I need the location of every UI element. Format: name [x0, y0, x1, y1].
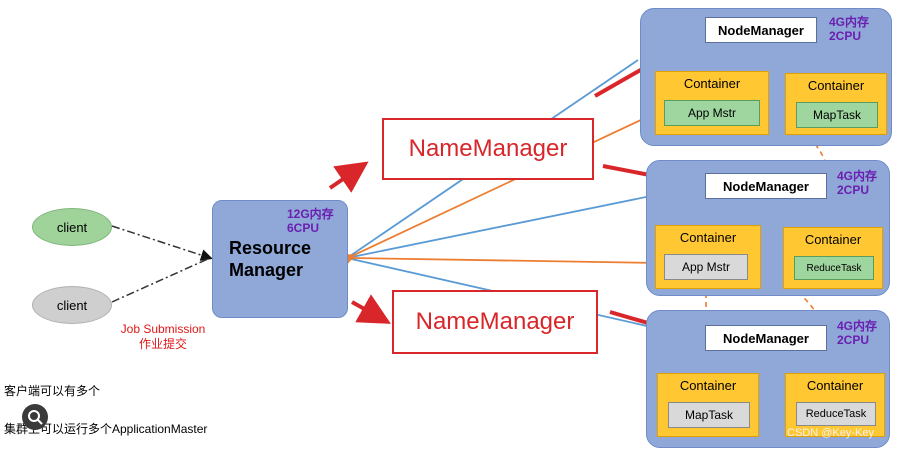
nodemanager-text: NodeManager — [723, 330, 809, 346]
namemanager-box: NameManager — [392, 290, 598, 354]
resource-manager-box: 12G内存 6CPU Resource Manager — [212, 200, 348, 318]
rm-spec: 12G内存 6CPU — [287, 207, 334, 235]
node-cluster-3: NodeManager 4G内存 2CPU Container MapTask … — [646, 310, 890, 448]
client-label: client — [56, 219, 88, 235]
job-submission-en: Job Submission — [120, 322, 206, 336]
container-label: Container — [679, 378, 737, 393]
red-arrow-rm-up — [328, 161, 369, 193]
reduce-task: ReduceTask — [796, 402, 876, 426]
container-label: Container — [679, 230, 737, 245]
note-app-masters: 集群上可以运行多个ApplicationMaster — [4, 422, 208, 436]
node-cluster-1: NodeManager 4G内存 2CPU Container App Mstr… — [640, 8, 892, 146]
node-spec: 4G内存 2CPU — [837, 319, 877, 347]
node-spec-cpu: 2CPU — [837, 333, 870, 347]
node-spec-memory: 4G内存 — [837, 319, 878, 333]
task-label: ReduceTask — [806, 262, 862, 274]
rm-to-appmstr1-orange-line — [339, 109, 663, 268]
rm-spec-cpu: 6CPU — [287, 221, 320, 235]
rm-to-appmstr2-orange-line — [341, 250, 661, 266]
note-clients: 客户端可以有多个 — [4, 384, 101, 398]
rm-title: Resource Manager — [229, 237, 311, 281]
container-box: Container ReduceTask — [785, 373, 885, 437]
job-submission-zh: 作业提交 — [138, 337, 187, 351]
rm-title-line2: Manager — [229, 260, 304, 280]
watermark: CSDN @Key-Key — [787, 427, 874, 439]
map-task: MapTask — [668, 402, 750, 428]
nodemanager-label: NodeManager — [705, 325, 827, 351]
node-spec-memory: 4G内存 — [837, 169, 878, 183]
node-spec-memory: 4G内存 — [829, 15, 870, 29]
node-spec-cpu: 2CPU — [837, 183, 870, 197]
client-node: client — [32, 286, 112, 324]
namemanager-label: NameManager — [408, 135, 568, 162]
app-master-task: App Mstr — [664, 100, 760, 126]
rm-spec-memory: 12G内存 — [287, 207, 334, 221]
app-master-task: App Mstr — [664, 254, 748, 280]
job-submission-label: Job Submission 作业提交 — [108, 322, 218, 352]
container-box: Container App Mstr — [655, 71, 769, 135]
task-label: App Mstr — [687, 106, 736, 120]
nodemanager-label: NodeManager — [705, 17, 817, 43]
task-label: ReduceTask — [805, 408, 867, 420]
namemanager-box: NameManager — [382, 118, 594, 180]
lens-icon[interactable] — [22, 404, 48, 430]
task-label: App Mstr — [681, 260, 730, 274]
rm-to-node2-blue-line — [346, 185, 701, 259]
task-label: MapTask — [812, 108, 862, 122]
container-box: Container App Mstr — [655, 225, 761, 289]
red-arrow-rm-down — [351, 294, 391, 324]
node-spec-cpu: 2CPU — [829, 29, 862, 43]
node-spec: 4G内存 2CPU — [837, 169, 877, 197]
container-label: Container — [807, 78, 865, 93]
client2-to-rm-line — [111, 257, 211, 303]
nodemanager-text: NodeManager — [718, 22, 804, 38]
map-task: MapTask — [796, 102, 878, 128]
node-cluster-2: NodeManager 4G内存 2CPU Container App Mstr… — [646, 160, 890, 296]
client-label: client — [56, 297, 88, 313]
namemanager-label: NameManager — [415, 308, 575, 335]
client-node: client — [32, 208, 112, 246]
client1-to-rm-line — [111, 225, 213, 261]
rm-title-line1: Resource — [229, 238, 312, 258]
container-box: Container MapTask — [657, 373, 759, 437]
container-label: Container — [683, 76, 741, 91]
container-box: Container MapTask — [785, 73, 887, 135]
reduce-task: ReduceTask — [794, 256, 874, 280]
container-box: Container ReduceTask — [783, 227, 883, 289]
nodemanager-label: NodeManager — [705, 173, 827, 199]
node-spec: 4G内存 2CPU — [829, 15, 869, 43]
task-label: MapTask — [684, 408, 734, 422]
container-label: Container — [804, 232, 862, 247]
nodemanager-text: NodeManager — [723, 178, 809, 194]
container-label: Container — [806, 378, 864, 393]
